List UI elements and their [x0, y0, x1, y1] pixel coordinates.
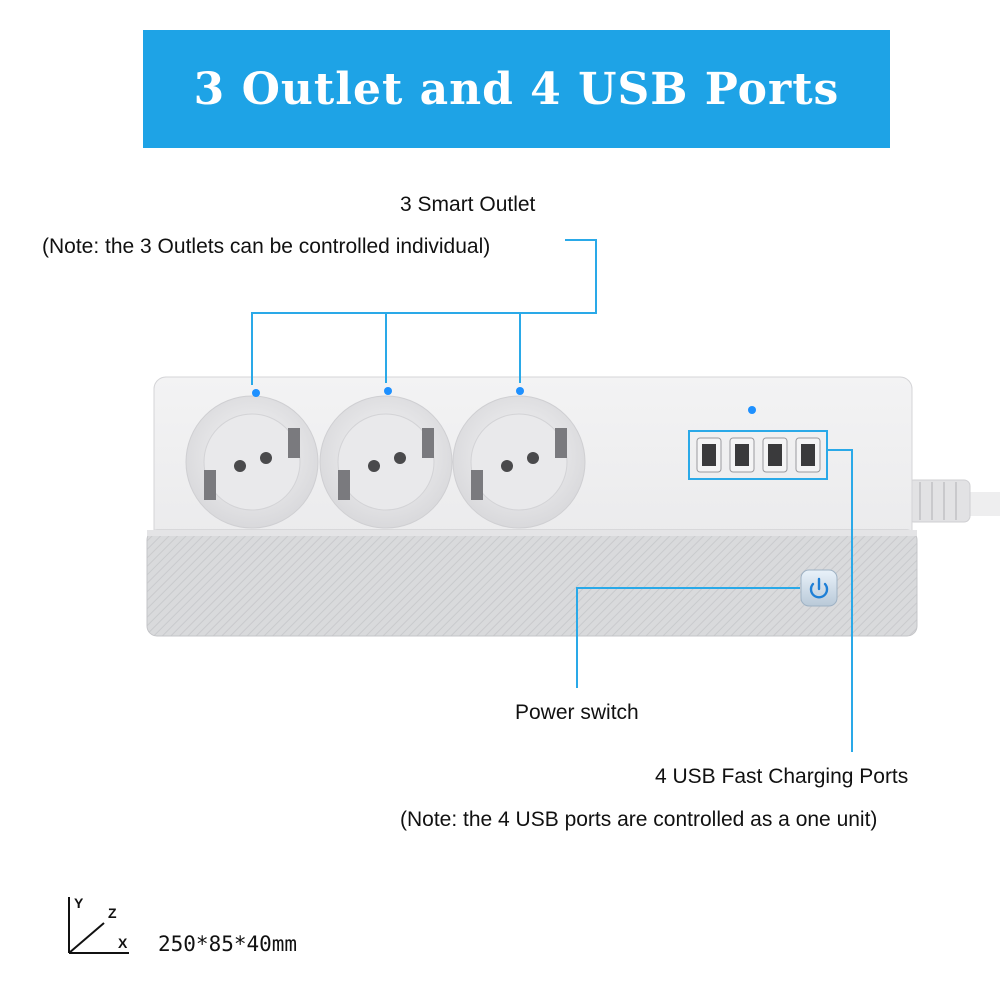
outlets-note-label: (Note: the 3 Outlets can be controlled i…: [42, 235, 491, 258]
outlets-title-label: 3 Smart Outlet: [400, 193, 536, 216]
outlet-1: [185, 395, 319, 529]
outlet-2-indicator: [384, 387, 392, 395]
usb-port-3: [762, 437, 788, 473]
power-switch-callout-line: [576, 587, 800, 688]
axis-x-label: X: [118, 935, 128, 951]
outlet-callout-lines: [251, 239, 597, 385]
power-switch-label: Power switch: [515, 701, 639, 724]
power-icon: [809, 577, 829, 599]
outlet-2: [319, 395, 453, 529]
axes-icon: [68, 897, 129, 954]
banner-title: 3 Outlet and 4 USB Ports: [193, 63, 840, 115]
dimensions-label: 250*85*40mm: [158, 932, 298, 956]
usb-port-group: [688, 430, 828, 480]
usb-callout-line: [827, 449, 853, 752]
usb-title-label: 4 USB Fast Charging Ports: [655, 765, 909, 788]
power-button[interactable]: [800, 569, 838, 607]
outlet-3: [452, 395, 586, 529]
outlet-1-indicator: [252, 389, 260, 397]
usb-port-4: [795, 437, 821, 473]
power-cable: [905, 479, 1000, 523]
usb-port-2: [729, 437, 755, 473]
outlet-3-indicator: [516, 387, 524, 395]
usb-note-label: (Note: the 4 USB ports are controlled as…: [400, 808, 878, 831]
axis-z-label: Z: [108, 905, 117, 921]
usb-indicator: [748, 406, 756, 414]
axis-y-label: Y: [74, 895, 84, 911]
usb-port-1: [696, 437, 722, 473]
title-banner: 3 Outlet and 4 USB Ports: [143, 30, 890, 148]
